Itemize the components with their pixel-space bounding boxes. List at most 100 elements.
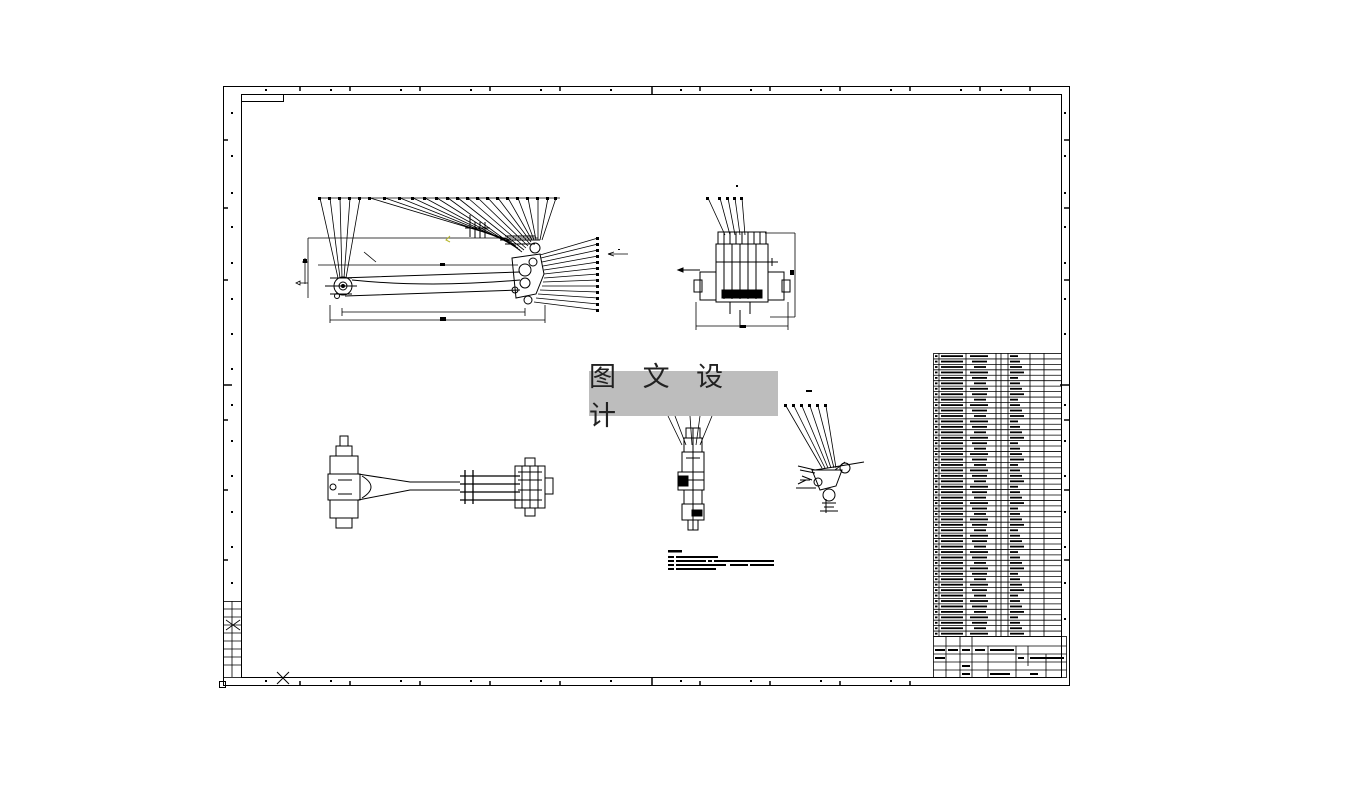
parts-list-cell-text	[970, 551, 988, 553]
parts-list-cell-text	[974, 366, 986, 368]
parts-list-index	[935, 529, 938, 532]
parts-list-cell-text	[1010, 513, 1020, 515]
parts-list-cell-text	[941, 627, 963, 630]
parts-list-cell-text	[941, 464, 963, 466]
parts-list-cell-text	[1010, 387, 1022, 390]
parts-list-cell-text	[1010, 616, 1018, 619]
parts-list-index	[935, 496, 938, 499]
parts-list-cell-text	[1010, 611, 1024, 613]
technical-notes	[668, 550, 774, 570]
parts-list-cell-text	[1010, 621, 1020, 624]
parts-list-cell-text	[1010, 496, 1022, 499]
parts-list-cell-text	[970, 502, 988, 504]
parts-list-cell-text	[972, 523, 987, 526]
parts-list-index	[935, 518, 938, 521]
parts-list-cell-text	[974, 382, 986, 385]
parts-list-index	[935, 447, 938, 450]
parts-list-cell-text	[1010, 442, 1018, 445]
parts-list-cell-text	[941, 366, 963, 368]
parts-list-cell-text	[974, 529, 986, 532]
parts-list-index	[935, 540, 938, 543]
parts-list-index	[935, 551, 938, 553]
parts-list-cell-text	[974, 415, 986, 417]
parts-list-cell-text	[1010, 540, 1022, 543]
parts-list-index	[935, 464, 938, 466]
parts-list-cell-text	[974, 496, 986, 499]
parts-list-cell-text	[1010, 502, 1024, 504]
parts-list-index	[935, 409, 938, 412]
parts-list-index	[935, 621, 938, 624]
parts-list-index	[935, 376, 938, 379]
parts-list-index	[935, 605, 938, 608]
parts-list-index	[935, 589, 938, 592]
parts-list-cell-text	[1010, 431, 1022, 434]
leader-lines	[319, 197, 599, 311]
parts-list-cell-text	[941, 496, 963, 499]
front-view	[295, 197, 628, 323]
parts-list-cell-text	[941, 453, 963, 455]
parts-list-cell-text	[972, 621, 987, 624]
parts-list-cell-text	[972, 605, 987, 608]
parts-list-index	[935, 474, 938, 477]
parts-list-index	[935, 572, 938, 575]
parts-list-cell-text	[1010, 393, 1024, 396]
parts-list-index	[935, 611, 938, 613]
parts-list-cell-text	[941, 551, 963, 553]
parts-list-index	[935, 583, 938, 586]
parts-list-cell-text	[1010, 458, 1024, 461]
parts-list-cell-text	[970, 518, 988, 521]
parts-list-cell-text	[941, 469, 963, 472]
parts-list-index	[935, 513, 938, 515]
parts-list-index	[935, 360, 938, 363]
parts-list-cell-text	[1010, 398, 1018, 401]
parts-list-cell-text	[941, 436, 963, 439]
parts-list-cell-text	[941, 502, 963, 504]
parts-list-cell-text	[972, 425, 987, 428]
parts-list-index	[935, 398, 938, 401]
parts-list-cell-text	[972, 589, 987, 592]
parts-list-cell-text	[1010, 436, 1024, 439]
parts-list-cell-text	[1010, 447, 1020, 450]
parts-list-cell-text	[941, 529, 963, 532]
parts-list-cell-text	[941, 507, 963, 510]
parts-list-cell-text	[970, 583, 988, 586]
parts-list-index	[935, 393, 938, 396]
parts-list-cell-text	[970, 436, 988, 439]
parts-list-cell-text	[1010, 534, 1020, 537]
parts-list-index	[935, 431, 938, 434]
parts-list-cell-text	[974, 627, 986, 630]
dimension-lines	[295, 237, 546, 323]
detail-view-b	[784, 390, 865, 513]
parts-list-cell-text	[941, 480, 963, 483]
parts-list-cell-text	[970, 453, 988, 455]
parts-list-cell-text	[1010, 409, 1022, 412]
parts-list-cell-text	[1010, 371, 1024, 374]
revision-strip	[223, 601, 242, 678]
parts-list-cell-text	[970, 616, 988, 619]
parts-list-cell-text	[941, 572, 963, 575]
parts-list-cell-text	[941, 420, 963, 423]
parts-list-cell-text	[972, 474, 987, 477]
parts-list-cell-text	[972, 442, 987, 445]
parts-list-cell-text	[1010, 583, 1022, 586]
dimension-marks	[303, 259, 446, 321]
parts-list-cell-text	[941, 589, 963, 592]
parts-list-cell-text	[941, 474, 963, 477]
parts-list-cell-text	[941, 360, 963, 363]
drawing-number-box	[241, 94, 284, 102]
parts-list-cell-text	[1010, 474, 1022, 477]
parts-list-cell-text	[941, 583, 963, 586]
parts-list	[933, 353, 1062, 637]
parts-list-cell-text	[970, 371, 988, 374]
parts-list-cell-text	[974, 398, 986, 401]
parts-list-cell-text	[1010, 425, 1020, 428]
parts-list-cell-text	[941, 398, 963, 401]
parts-list-index	[935, 469, 938, 472]
parts-list-index	[935, 507, 938, 510]
parts-list-cell-text	[974, 594, 986, 597]
parts-list-cell-text	[1010, 567, 1024, 570]
parts-list-index	[935, 600, 938, 602]
valve-block	[676, 231, 791, 328]
parts-list-cell-text	[970, 420, 988, 423]
gear-head	[445, 215, 545, 305]
